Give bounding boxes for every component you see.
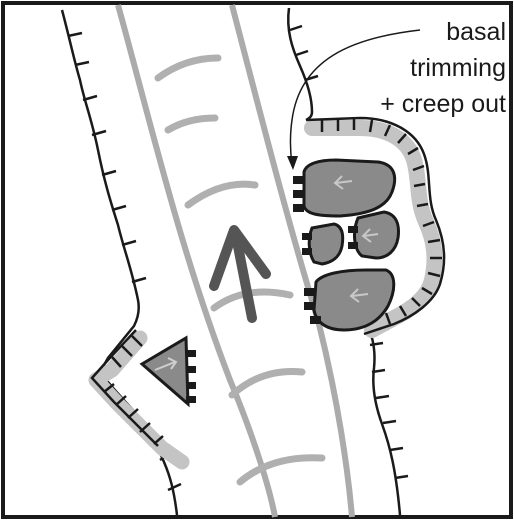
ice-block-small [309, 224, 343, 264]
annotation-line-3: + creep out [380, 90, 506, 118]
annotation-line-1: basal [446, 18, 506, 46]
annotation-line-2: trimming [410, 54, 506, 82]
